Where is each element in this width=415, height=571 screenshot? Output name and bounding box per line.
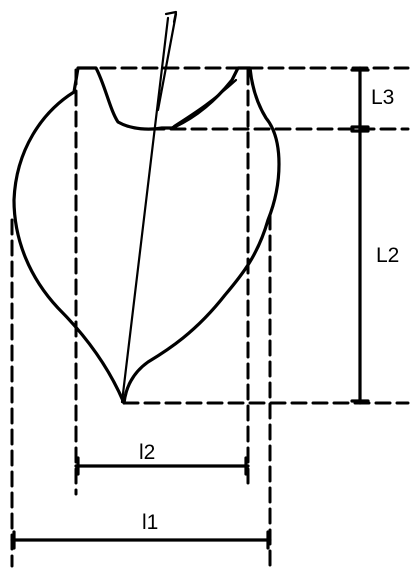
petiole-line-right [156, 12, 178, 112]
midrib-line [120, 16, 170, 404]
notch-highlight [172, 78, 238, 128]
L2-label: L2 [376, 244, 399, 267]
l1-label: l1 [142, 511, 158, 534]
petiole-tip [164, 10, 178, 24]
L3-label: L3 [371, 86, 394, 109]
l2-label: l2 [139, 441, 155, 464]
leaf-outline [12, 66, 281, 405]
